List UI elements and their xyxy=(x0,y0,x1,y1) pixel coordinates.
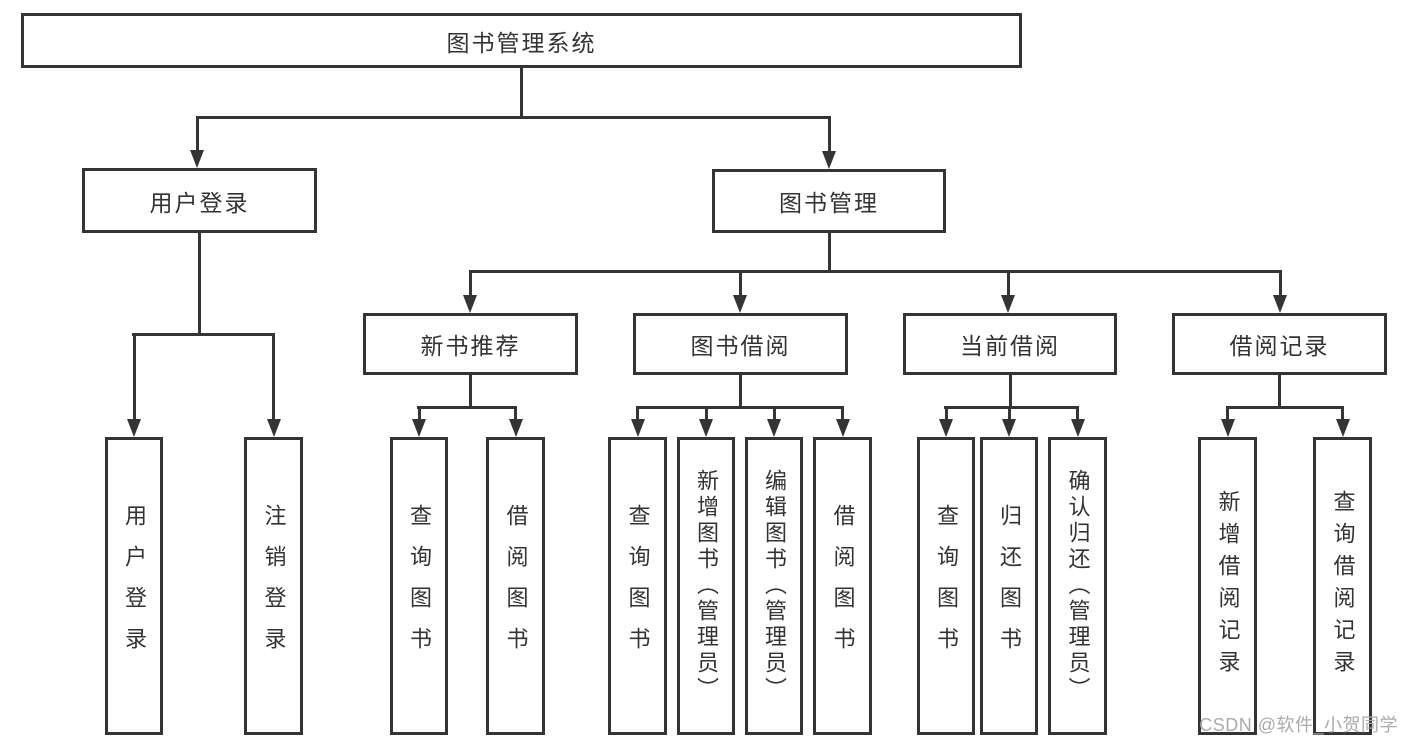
node-new-recommend: 新书推荐 xyxy=(363,313,578,375)
connector-line xyxy=(841,406,844,422)
arrow-down-icon xyxy=(127,419,141,437)
connector-line xyxy=(1007,270,1010,297)
csdn-watermark: CSDN @软件_小贺同学 xyxy=(1199,715,1398,735)
connector-line xyxy=(739,375,742,408)
node-bb-borrow-book: 借阅图书 xyxy=(813,437,872,735)
node-login-logout: 注销登录 xyxy=(244,437,303,735)
connector-line xyxy=(1278,375,1281,408)
connector-line xyxy=(828,116,831,153)
connector-line xyxy=(198,233,201,336)
arrow-down-icon xyxy=(1336,419,1350,437)
connector-line xyxy=(1341,406,1344,422)
connector-line xyxy=(417,406,517,409)
node-br-query-record: 查询借阅记录 xyxy=(1313,437,1372,735)
connector-line xyxy=(705,406,708,422)
node-rec-query-book: 查询图书 xyxy=(390,437,448,735)
connector-line xyxy=(196,116,831,119)
node-label: 编辑图书（管理员） xyxy=(762,469,787,703)
node-label: 归还图书 xyxy=(997,504,1022,668)
connector-line xyxy=(132,333,275,336)
arrow-down-icon xyxy=(1221,419,1235,437)
connector-line xyxy=(1008,406,1011,422)
connector-line xyxy=(418,406,421,422)
arrow-down-icon xyxy=(190,150,204,168)
node-login-user: 用户登录 xyxy=(105,437,163,735)
node-br-add-record: 新增借阅记录 xyxy=(1198,437,1257,735)
connector-line xyxy=(1226,406,1344,409)
arrow-down-icon xyxy=(412,419,426,437)
node-bb-edit-book-admin: 编辑图书（管理员） xyxy=(745,437,803,735)
node-cb-return-book: 归还图书 xyxy=(980,437,1038,735)
node-cb-query-book: 查询图书 xyxy=(917,437,975,735)
node-bb-add-book-admin: 新增图书（管理员） xyxy=(677,437,735,735)
arrow-down-icon xyxy=(1002,419,1016,437)
node-label: 用户登录 xyxy=(122,504,147,668)
connector-line xyxy=(469,270,1282,273)
connector-line xyxy=(828,233,831,272)
node-current-borrow: 当前借阅 xyxy=(903,313,1117,375)
node-label: 借阅图书 xyxy=(830,504,856,668)
node-label: 查询借阅记录 xyxy=(1330,490,1356,682)
node-root: 图书管理系统 xyxy=(21,13,1022,68)
node-borrow-record: 借阅记录 xyxy=(1172,313,1387,375)
arrow-down-icon xyxy=(631,419,645,437)
node-cb-confirm-return-admin: 确认归还（管理员） xyxy=(1048,437,1107,735)
arrow-down-icon xyxy=(822,151,836,169)
node-label: 新增借阅记录 xyxy=(1215,490,1241,682)
connector-line xyxy=(1226,406,1229,422)
arrow-down-icon xyxy=(836,419,850,437)
connector-line xyxy=(945,406,948,422)
arrow-down-icon xyxy=(1001,295,1015,313)
arrow-down-icon xyxy=(939,419,953,437)
node-book-mgmt: 图书管理 xyxy=(712,169,946,233)
connector-line xyxy=(469,270,472,297)
connector-line xyxy=(1076,406,1079,422)
node-label: 查询图书 xyxy=(934,504,959,668)
connector-line xyxy=(773,406,776,422)
connector-line xyxy=(133,333,136,421)
node-book-borrow: 图书借阅 xyxy=(633,313,848,375)
arrow-down-icon xyxy=(267,419,281,437)
connector-line xyxy=(944,406,1079,409)
node-label: 确认归还（管理员） xyxy=(1065,469,1091,703)
connector-line xyxy=(196,116,199,152)
node-user-login: 用户登录 xyxy=(82,168,317,233)
node-bb-query-book: 查询图书 xyxy=(608,437,667,735)
connector-line xyxy=(469,375,472,408)
node-label: 查询图书 xyxy=(625,504,651,668)
node-label: 借阅图书 xyxy=(503,504,529,668)
node-rec-borrow-book: 借阅图书 xyxy=(486,437,545,735)
connector-line xyxy=(739,270,742,297)
connector-line xyxy=(1279,270,1282,297)
connector-line xyxy=(1009,375,1012,408)
node-label: 新增图书（管理员） xyxy=(694,469,719,703)
arrow-down-icon xyxy=(509,419,523,437)
arrow-down-icon xyxy=(733,295,747,313)
arrow-down-icon xyxy=(1071,419,1085,437)
node-label: 注销登录 xyxy=(261,504,287,668)
arrow-down-icon xyxy=(767,419,781,437)
connector-line xyxy=(636,406,844,409)
connector-line xyxy=(636,406,639,422)
arrow-down-icon xyxy=(463,295,477,313)
connector-line xyxy=(272,333,275,421)
arrow-down-icon xyxy=(699,419,713,437)
connector-line xyxy=(514,406,517,422)
connector-line xyxy=(520,68,523,118)
arrow-down-icon xyxy=(1273,295,1287,313)
node-label: 查询图书 xyxy=(407,504,432,668)
